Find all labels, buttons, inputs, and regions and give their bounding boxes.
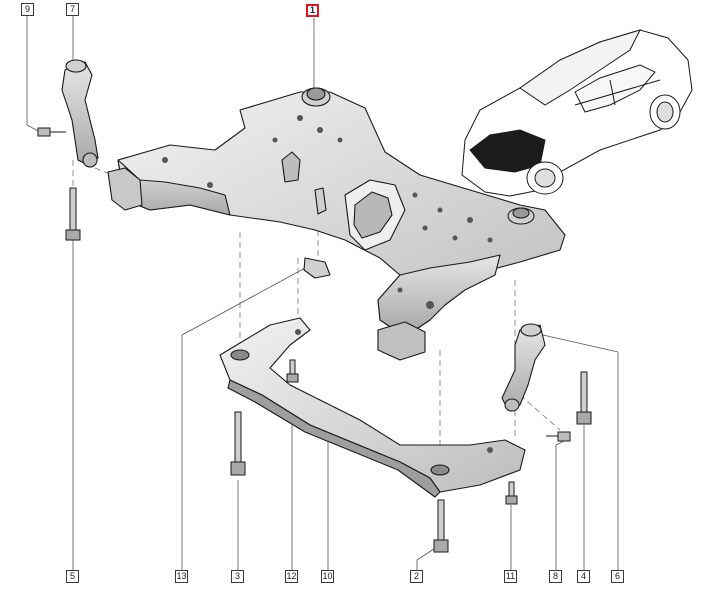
callout-5[interactable]: 5 xyxy=(66,570,79,583)
subframe-assembly xyxy=(107,87,566,361)
callout-4[interactable]: 4 xyxy=(577,570,590,583)
callout-2[interactable]: 2 xyxy=(410,570,423,583)
callout-7[interactable]: 7 xyxy=(66,3,79,16)
lower-cross-member xyxy=(219,317,526,498)
left-link-rod xyxy=(61,59,99,168)
right-link-rod xyxy=(501,323,546,412)
callout-13[interactable]: 13 xyxy=(175,570,188,583)
leader-lines xyxy=(26,16,619,570)
callout-9[interactable]: 9 xyxy=(21,3,34,16)
callout-10[interactable]: 10 xyxy=(321,570,334,583)
callout-3[interactable]: 3 xyxy=(231,570,244,583)
callout-1[interactable]: 1 xyxy=(306,4,319,17)
callout-6[interactable]: 6 xyxy=(611,570,624,583)
vehicle-inset xyxy=(461,29,693,197)
callout-8[interactable]: 8 xyxy=(549,570,562,583)
bolts xyxy=(37,127,592,553)
callout-12[interactable]: 12 xyxy=(285,570,298,583)
callout-11[interactable]: 11 xyxy=(504,570,517,583)
